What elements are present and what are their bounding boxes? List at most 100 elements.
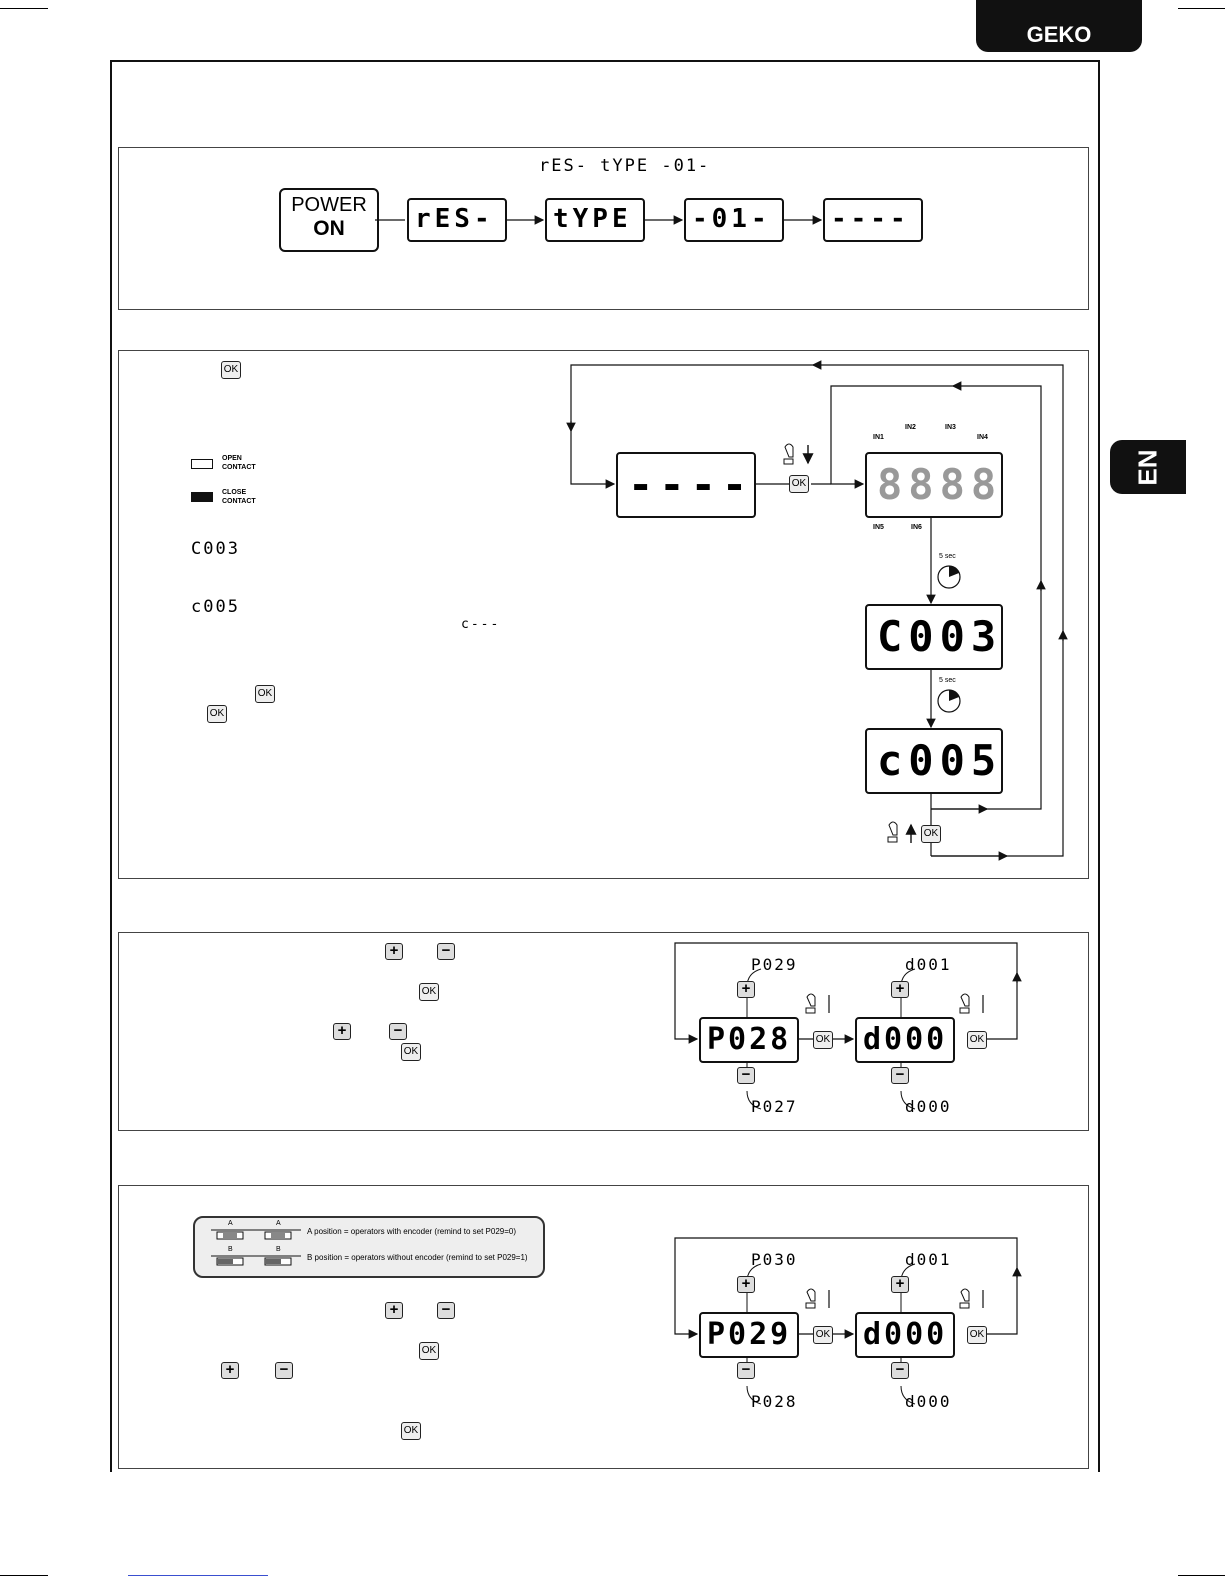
minus-key-icon: −	[389, 1023, 407, 1040]
jumper-diagram	[211, 1229, 301, 1266]
timer-label: 5 sec	[939, 553, 956, 560]
display-dashes: ----	[823, 198, 923, 242]
input-label-in3: IN3	[945, 424, 956, 431]
crop-mark	[0, 8, 48, 9]
param-minus-label: P028	[751, 1392, 798, 1411]
display-input-status: 8888	[865, 452, 1003, 518]
input-label-in5: IN5	[873, 524, 884, 531]
value-plus-label: d001	[905, 1250, 952, 1269]
open-contact-swatch	[191, 459, 213, 469]
display-c005-text: c005	[877, 736, 1003, 785]
param-display-text: P029	[707, 1317, 792, 1352]
value-plus-label: d001	[905, 955, 952, 974]
power-label: POWER	[291, 194, 367, 216]
param-plus-label: P030	[751, 1250, 798, 1269]
panel-reset-sequence: rES- tYPE -01- POWER ON rES- tYPE -01- -…	[118, 147, 1089, 310]
value-display-d000: d000	[855, 1312, 955, 1358]
display-res: rES-	[407, 198, 507, 242]
ok-key-icon: OK	[813, 1031, 833, 1049]
param-plus-label: P029	[751, 955, 798, 974]
ok-key-icon: OK	[419, 1342, 439, 1360]
display-c003: C003	[865, 604, 1003, 670]
timer-label: 5 sec	[939, 677, 956, 684]
plus-key-icon: +	[891, 981, 909, 998]
ok-key-icon: OK	[255, 685, 275, 703]
ok-key-icon: OK	[207, 705, 227, 723]
minus-key-icon: −	[275, 1362, 293, 1379]
display-dashes-text: ----	[831, 204, 910, 234]
jumper-b-label: B	[276, 1246, 281, 1253]
ok-key-icon: OK	[401, 1422, 421, 1440]
hand-press-release-icon	[959, 993, 984, 1014]
close-contact-swatch	[191, 492, 213, 502]
on-label: ON	[313, 217, 345, 240]
minus-key-icon: −	[437, 1302, 455, 1319]
plus-key-icon: +	[333, 1023, 351, 1040]
ok-key-icon: OK	[221, 361, 241, 379]
hand-press-icon	[783, 443, 814, 465]
crop-mark	[0, 1575, 48, 1576]
ok-key-icon: OK	[967, 1031, 987, 1049]
minus-key-icon: −	[891, 1362, 909, 1379]
value-minus-label: d000	[905, 1097, 952, 1116]
input-label-in6: IN6	[911, 524, 922, 531]
display-01-text: -01-	[692, 204, 771, 234]
ok-key-icon: OK	[401, 1043, 421, 1061]
jumper-a-label: A	[228, 1220, 233, 1227]
jumper-a-description: A position = operators with encoder (rem…	[307, 1227, 517, 1236]
param-minus-label: P027	[751, 1097, 798, 1116]
page-frame	[110, 60, 1100, 1472]
input-label-in1: IN1	[873, 434, 884, 441]
timer-icon	[937, 689, 961, 713]
ok-key-icon: OK	[789, 475, 809, 493]
ok-key-icon: OK	[921, 825, 941, 843]
plus-key-icon: +	[737, 981, 755, 998]
display-idle-text: ----	[628, 460, 754, 509]
hand-press-release-icon	[805, 993, 830, 1014]
plus-key-icon: +	[891, 1276, 909, 1293]
ok-key-icon: OK	[967, 1326, 987, 1344]
panel-p028: + − OK + − OK P029 + P028 − P027 OK d001…	[118, 932, 1089, 1131]
panel-p029: A A B B A position = operators with enco…	[118, 1185, 1089, 1469]
input-label-in2: IN2	[905, 424, 916, 431]
hand-press-release-icon	[805, 1288, 830, 1309]
jumper-b-label: B	[228, 1246, 233, 1253]
code-c-dashes: c---	[461, 617, 501, 632]
jumper-legend-box: A A B B A position = operators with enco…	[193, 1216, 545, 1278]
ok-key-icon: OK	[813, 1326, 833, 1344]
jumper-a-label: A	[276, 1220, 281, 1227]
jumper-b-description: B position = operators without encoder (…	[307, 1253, 528, 1262]
input-label-in4: IN4	[977, 434, 988, 441]
minus-key-icon: −	[891, 1067, 909, 1084]
code-c005: c005	[191, 597, 240, 617]
display-type-text: tYPE	[553, 204, 632, 234]
display-c005: c005	[865, 728, 1003, 794]
param-display-p029: P029	[699, 1312, 799, 1358]
footer-link-line	[128, 1575, 268, 1576]
display-c003-text: C003	[877, 612, 1003, 661]
code-c003: C003	[191, 539, 240, 559]
crop-mark	[1178, 1575, 1225, 1576]
plus-key-icon: +	[737, 1276, 755, 1293]
display-01: -01-	[684, 198, 784, 242]
value-minus-label: d000	[905, 1392, 952, 1411]
value-display-text: d000	[863, 1022, 948, 1057]
crop-mark	[1178, 8, 1225, 9]
input-test-flow-diagram	[566, 360, 1068, 861]
ok-key-icon: OK	[419, 983, 439, 1001]
display-type: tYPE	[545, 198, 645, 242]
plus-key-icon: +	[385, 1302, 403, 1319]
minus-key-icon: −	[437, 943, 455, 960]
param-display-p028: P028	[699, 1017, 799, 1063]
hand-release-icon	[887, 821, 917, 843]
display-res-text: rES-	[415, 204, 494, 234]
sequence-caption: rES- tYPE -01-	[539, 156, 711, 176]
hand-press-release-icon	[959, 1288, 984, 1309]
param-display-text: P028	[707, 1022, 792, 1057]
language-label: EN	[1132, 448, 1163, 486]
display-idle: ----	[616, 452, 756, 518]
plus-key-icon: +	[385, 943, 403, 960]
